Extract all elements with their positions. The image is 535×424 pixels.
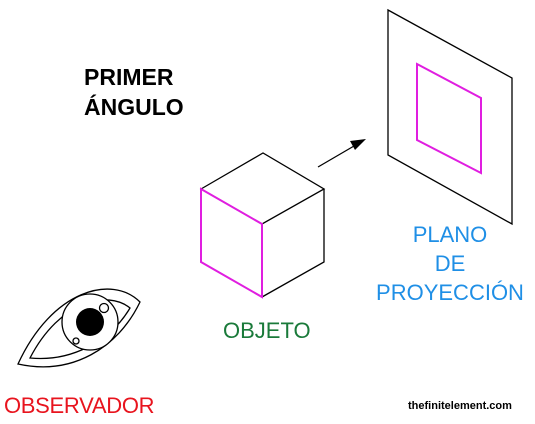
eye-highlight-lower <box>72 337 80 345</box>
title-line-1: PRIMER <box>84 64 174 90</box>
projection-plane-outline <box>387 8 513 226</box>
arrow-shaft <box>317 145 355 168</box>
projected-square <box>416 62 482 175</box>
arrow-head <box>350 139 366 150</box>
cube-top-face <box>199 152 326 225</box>
projection-plane <box>387 8 513 226</box>
cube-right-face <box>261 189 325 298</box>
eye-icon <box>17 288 141 368</box>
eye-highlight-upper <box>98 302 110 314</box>
observer-label: OBSERVADOR <box>4 393 155 418</box>
projection-plane-label-line-2: DE <box>434 251 466 276</box>
object-label: OBJETO <box>223 318 311 343</box>
arrow-icon <box>317 139 366 168</box>
cube-front-face <box>200 187 263 299</box>
credit-label: thefinitelement.com <box>408 400 512 412</box>
object-cube <box>199 152 326 299</box>
title-line-2: ÁNGULO <box>84 94 184 120</box>
eye-inner-outline <box>28 299 131 360</box>
eye-pupil <box>76 308 104 336</box>
projection-plane-label-line-3: PROYECCIÓN <box>376 280 524 305</box>
projection-plane-label-line-1: PLANO <box>412 222 488 247</box>
eye-outer-outline <box>17 288 141 368</box>
projection-plane-label: PLANO DE PROYECCIÓN <box>370 220 530 307</box>
